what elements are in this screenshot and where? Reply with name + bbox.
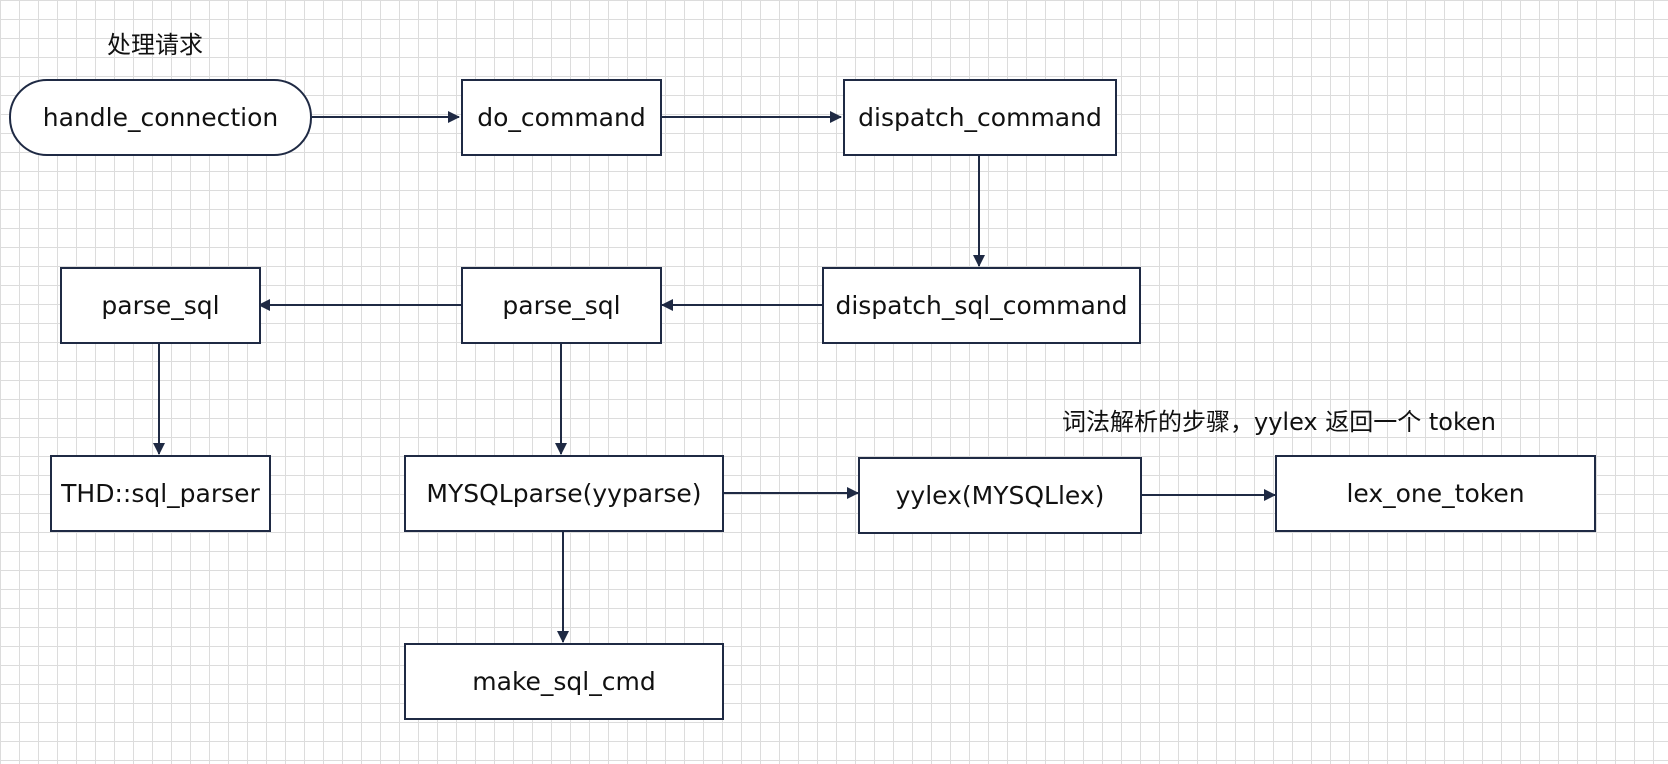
node-thd-sql-parser[interactable]: THD::sql_parser [50,455,271,532]
node-handle-connection[interactable]: handle_connection [9,79,312,156]
node-yylex[interactable]: yylex(MYSQLlex) [858,457,1142,534]
node-lex-one-token[interactable]: lex_one_token [1275,455,1596,532]
lexer-annotation: 词法解析的步骤，yylex 返回一个 token [1062,408,1496,436]
node-mysqlparse[interactable]: MYSQLparse(yyparse) [404,455,724,532]
node-parse-sql[interactable]: parse_sql [461,267,662,344]
node-dispatch-sql-command[interactable]: dispatch_sql_command [822,267,1141,344]
node-dispatch-command[interactable]: dispatch_command [843,79,1117,156]
node-make-sql-cmd[interactable]: make_sql_cmd [404,643,724,720]
diagram-title: 处理请求 [107,31,203,59]
node-parse-sql-left[interactable]: parse_sql [60,267,261,344]
node-do-command[interactable]: do_command [461,79,662,156]
